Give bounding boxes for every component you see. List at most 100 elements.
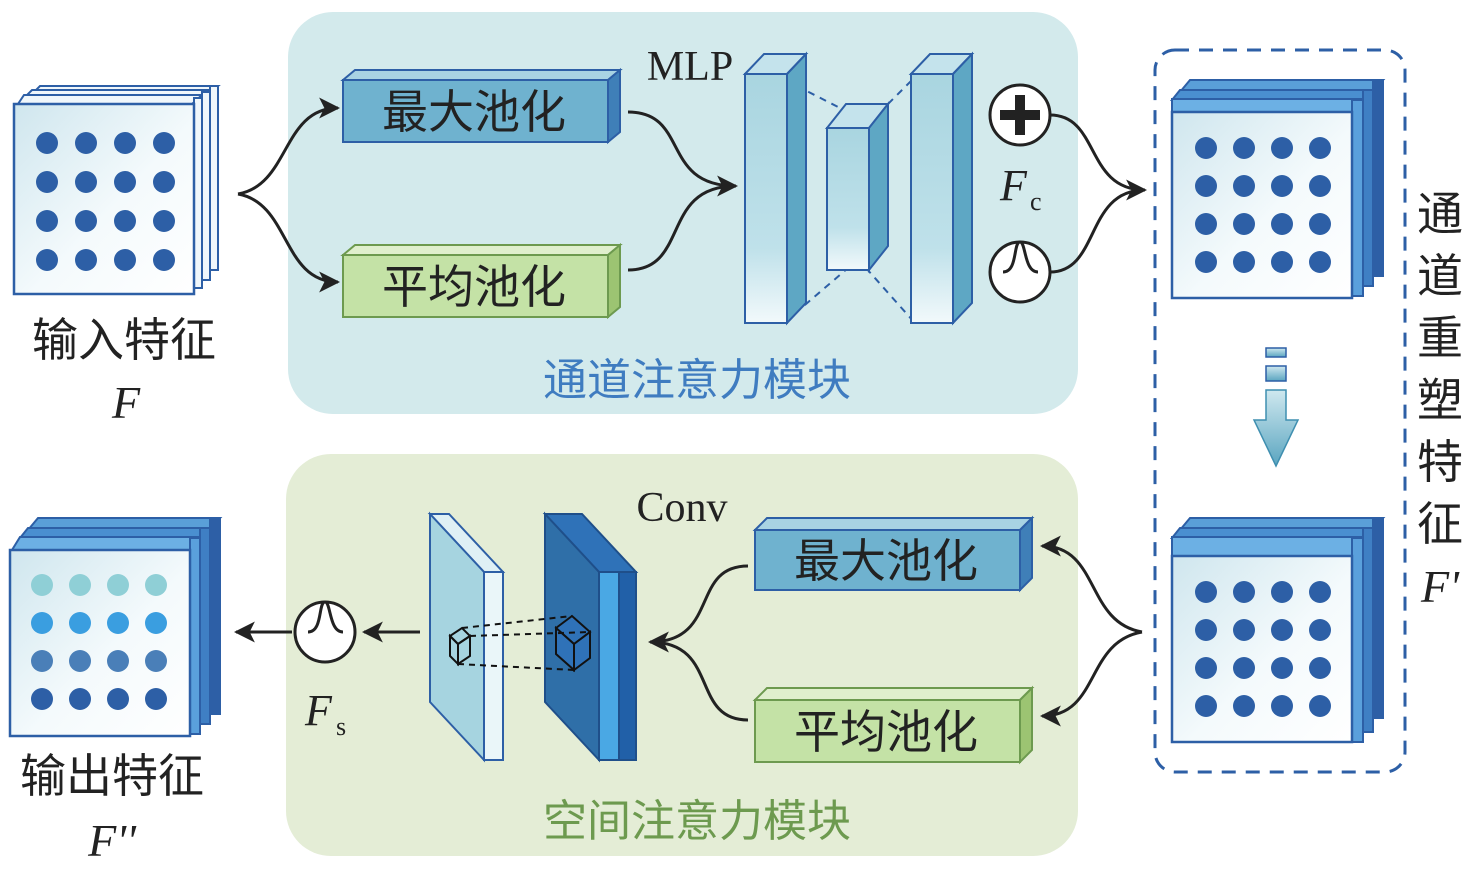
input-feature-cube bbox=[12, 85, 221, 296]
arrow-spatial-avgpool-to-conv bbox=[649, 640, 749, 722]
arrow-refined-to-spatial-maxpool bbox=[1039, 535, 1143, 634]
input-dot-grid bbox=[36, 132, 175, 271]
feature-dot bbox=[107, 688, 129, 710]
refined-label-char-3: 重 bbox=[1417, 311, 1463, 365]
plus-circle-icon bbox=[988, 83, 1052, 147]
channel-module-title: 通道注意力模块 bbox=[543, 355, 851, 406]
feature-dot bbox=[36, 171, 58, 193]
feature-dot bbox=[1195, 137, 1217, 159]
arrow-spatial-maxpool-to-conv bbox=[647, 564, 749, 653]
output-dot-grid bbox=[31, 574, 167, 710]
feature-dot bbox=[153, 171, 175, 193]
feature-dot bbox=[1195, 581, 1217, 603]
feature-dot bbox=[1271, 657, 1293, 679]
arrow-refined-to-spatial-avgpool bbox=[1039, 630, 1143, 727]
arrow-sum-to-refined bbox=[1049, 113, 1148, 201]
feature-dot bbox=[1195, 695, 1217, 717]
feature-dot bbox=[107, 574, 129, 596]
feature-dot bbox=[1271, 581, 1293, 603]
refined-label-char-2: 道 bbox=[1417, 249, 1463, 303]
feature-dot bbox=[1309, 619, 1331, 641]
feature-dot bbox=[31, 612, 53, 634]
fc-sub: c bbox=[1030, 187, 1042, 216]
output-symbol: F'' bbox=[87, 815, 137, 866]
feature-dot bbox=[1309, 175, 1331, 197]
feature-dot bbox=[1271, 619, 1293, 641]
feature-dot bbox=[114, 171, 136, 193]
fc-main: F bbox=[999, 161, 1028, 210]
feature-dot bbox=[1233, 619, 1255, 641]
feature-dot bbox=[1309, 251, 1331, 273]
channel-max-pool-block bbox=[340, 67, 623, 145]
refined-feature-box bbox=[1153, 48, 1407, 774]
feature-dot bbox=[1195, 619, 1217, 641]
feature-dot bbox=[31, 574, 53, 596]
feature-dot bbox=[75, 249, 97, 271]
refined-top-dot-grid bbox=[1195, 137, 1331, 273]
feature-dot bbox=[1195, 657, 1217, 679]
arrow-sigmoid-to-refined bbox=[1049, 188, 1146, 274]
feature-dot bbox=[1233, 137, 1255, 159]
feature-dot bbox=[1309, 137, 1331, 159]
output-feature-cube bbox=[8, 517, 223, 738]
feature-dot bbox=[153, 210, 175, 232]
feature-dot bbox=[107, 650, 129, 672]
channel-avg-pool-block bbox=[340, 242, 623, 320]
feature-dot bbox=[1309, 581, 1331, 603]
input-symbol: F bbox=[111, 377, 141, 428]
arrow-maxpool-to-mlp bbox=[627, 110, 739, 197]
feature-dot bbox=[1195, 251, 1217, 273]
feature-dot bbox=[69, 650, 91, 672]
spatial-max-pool-block bbox=[752, 515, 1035, 593]
conv-block bbox=[427, 511, 639, 763]
arrow-input-to-avgpool bbox=[237, 192, 341, 293]
feature-dot bbox=[1233, 213, 1255, 235]
conv-label: Conv bbox=[636, 485, 727, 531]
feature-dot bbox=[1233, 175, 1255, 197]
mlp-block bbox=[742, 51, 975, 326]
refined-feature-cube-top bbox=[1169, 79, 1386, 300]
feature-dot bbox=[1233, 581, 1255, 603]
feature-dot bbox=[1309, 657, 1331, 679]
feature-dot bbox=[36, 249, 58, 271]
refined-label-char-6: 征 bbox=[1417, 497, 1463, 551]
spatial-sigmoid-icon bbox=[293, 600, 357, 664]
spatial-avg-pool-label: 平均池化 bbox=[794, 705, 978, 759]
mlp-label: MLP bbox=[647, 44, 733, 90]
fs-label: F s bbox=[304, 686, 346, 741]
fs-sub: s bbox=[336, 712, 346, 741]
feature-dot bbox=[145, 574, 167, 596]
fc-label: F c bbox=[999, 161, 1042, 216]
refined-label-char-4: 塑 bbox=[1417, 373, 1463, 427]
channel-avg-pool-label: 平均池化 bbox=[382, 260, 566, 314]
feature-dot bbox=[31, 688, 53, 710]
feature-dot bbox=[153, 132, 175, 154]
feature-dot bbox=[1271, 137, 1293, 159]
feature-dot bbox=[69, 574, 91, 596]
feature-dot bbox=[36, 210, 58, 232]
feature-dot bbox=[69, 612, 91, 634]
fs-main: F bbox=[304, 686, 333, 735]
feature-dot bbox=[75, 210, 97, 232]
feature-dot bbox=[1271, 251, 1293, 273]
feature-dot bbox=[75, 132, 97, 154]
refined-symbol: F' bbox=[1420, 561, 1460, 612]
feature-dot bbox=[145, 612, 167, 634]
feature-dot bbox=[153, 249, 175, 271]
channel-max-pool-label: 最大池化 bbox=[382, 85, 566, 139]
spatial-max-pool-label: 最大池化 bbox=[794, 534, 978, 588]
feature-dot bbox=[1309, 213, 1331, 235]
feature-dot bbox=[1195, 175, 1217, 197]
feature-dot bbox=[1233, 251, 1255, 273]
feature-dot bbox=[1233, 695, 1255, 717]
feature-dot bbox=[1195, 213, 1217, 235]
down-arrow-icon bbox=[1252, 347, 1300, 468]
feature-dot bbox=[114, 249, 136, 271]
feature-dot bbox=[114, 210, 136, 232]
refined-label-char-1: 通 bbox=[1417, 187, 1463, 241]
feature-dot bbox=[36, 132, 58, 154]
arrow-input-to-maxpool bbox=[237, 97, 341, 196]
feature-dot bbox=[145, 688, 167, 710]
sigmoid-icon bbox=[988, 240, 1052, 304]
